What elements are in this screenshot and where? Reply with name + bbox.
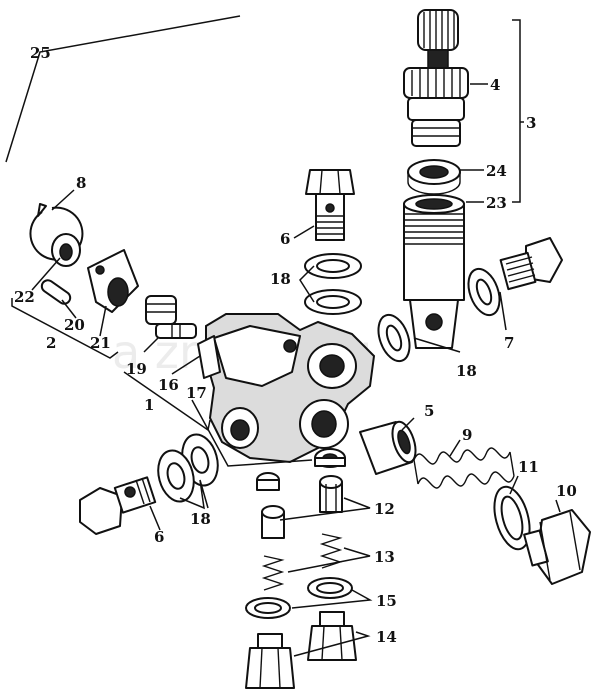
callout-25: 25 [30, 44, 51, 62]
callout-19: 19 [126, 360, 147, 378]
callout-5: 5 [424, 402, 434, 420]
callout-11: 11 [518, 458, 539, 476]
part-18-washer-right [377, 267, 501, 363]
part-4-hand-primer [403, 9, 469, 147]
callout-24: 24 [486, 162, 507, 180]
callout-18-top: 18 [270, 270, 291, 288]
part-20-pin [40, 279, 72, 305]
part-6-banjo-bolt-lower [79, 476, 157, 535]
part-10-hex-plug [523, 509, 591, 585]
callout-22: 22 [14, 288, 35, 306]
part-17-seat [314, 448, 346, 468]
part-7-valve-plug [499, 237, 563, 291]
part-22-nut [51, 233, 81, 267]
part-9-spring [413, 447, 515, 489]
callout-13: 13 [374, 548, 395, 566]
callout-17: 17 [186, 384, 207, 402]
callout-15: 15 [376, 592, 397, 610]
callout-12: 12 [374, 500, 395, 518]
callout-3: 3 [526, 114, 536, 132]
part-11-gasket [493, 485, 531, 551]
callout-1: 1 [144, 396, 154, 414]
part-18-washers-top [304, 253, 362, 315]
leader-lines [5, 15, 561, 657]
callout-23: 23 [486, 194, 507, 212]
callout-18-left: 18 [190, 510, 211, 528]
callout-18-right: 18 [456, 362, 477, 380]
callout-4: 4 [490, 76, 500, 94]
callout-labels: 25 4 3 24 8 23 6 18 22 20 2 21 7 19 18 1… [14, 44, 577, 646]
callout-14: 14 [376, 628, 397, 646]
callout-6-top: 6 [280, 230, 290, 248]
part-6-banjo-bolt-top [305, 169, 355, 241]
callout-16: 16 [158, 376, 179, 394]
callout-9: 9 [462, 426, 472, 444]
part-16-boss [197, 335, 221, 379]
callout-20: 20 [64, 316, 85, 334]
part-18-washers-left [157, 433, 219, 503]
callout-7: 7 [504, 334, 514, 352]
part-5-sleeve [359, 420, 417, 475]
part-23-cylinder [403, 194, 465, 349]
part-24-washer [407, 159, 461, 195]
part-15-gaskets [245, 577, 353, 619]
callout-21: 21 [90, 334, 111, 352]
callout-8: 8 [76, 174, 86, 192]
part-12-valves [256, 472, 343, 539]
part-1-housing [205, 313, 376, 464]
part-19-valve-stem [145, 295, 197, 339]
callout-2: 2 [46, 334, 56, 352]
callout-10: 10 [556, 482, 577, 500]
part-14-plugs [245, 611, 357, 689]
callout-6-lower: 6 [154, 528, 164, 546]
part-21-lever [87, 249, 139, 313]
